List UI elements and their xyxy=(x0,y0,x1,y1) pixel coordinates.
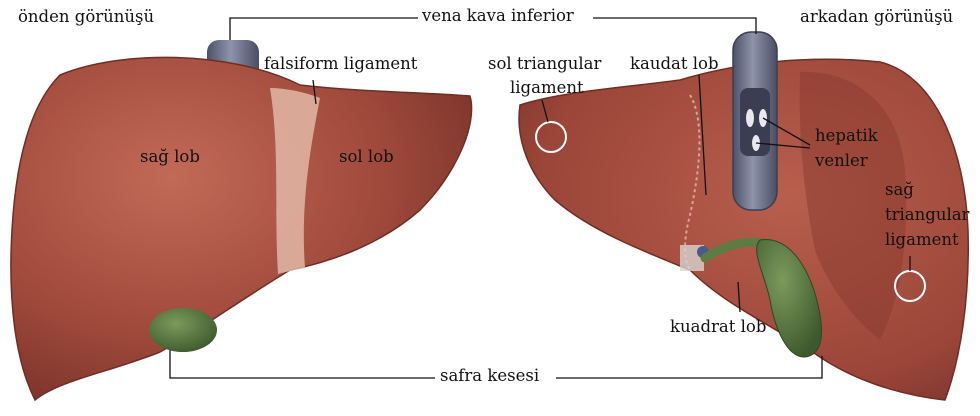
front-gallbladder xyxy=(149,308,217,352)
left-triangular-label-line2: ligament xyxy=(510,79,584,98)
hepatic-label-line2: venler xyxy=(815,152,868,171)
left-triangular-label-line1: sol triangular xyxy=(488,55,601,74)
right-lobe-label: sağ lob xyxy=(140,148,200,167)
falciform-label: falsiform ligament xyxy=(264,55,417,74)
back-view-title: arkadan görünüşü xyxy=(800,8,953,27)
hepatic-vein-ostium-1 xyxy=(746,109,754,127)
left-lobe-label: sol lob xyxy=(339,148,394,167)
ivc-label: vena kava inferior xyxy=(418,7,578,26)
front-view-title: önden görünüşü xyxy=(18,8,154,27)
front-liver-body xyxy=(11,57,472,400)
gallbladder-label: safra kesesi xyxy=(436,367,543,386)
caudate-label: kaudat lob xyxy=(630,55,719,74)
quadrate-label: kuadrat lob xyxy=(670,318,766,337)
right-triangular-label-line3: ligament xyxy=(885,231,959,250)
hepatic-label-line1: hepatik xyxy=(815,127,878,146)
right-triangular-label-line2: triangular xyxy=(885,206,969,225)
front-liver xyxy=(11,40,472,400)
right-triangular-label-line1: sağ xyxy=(885,181,914,200)
